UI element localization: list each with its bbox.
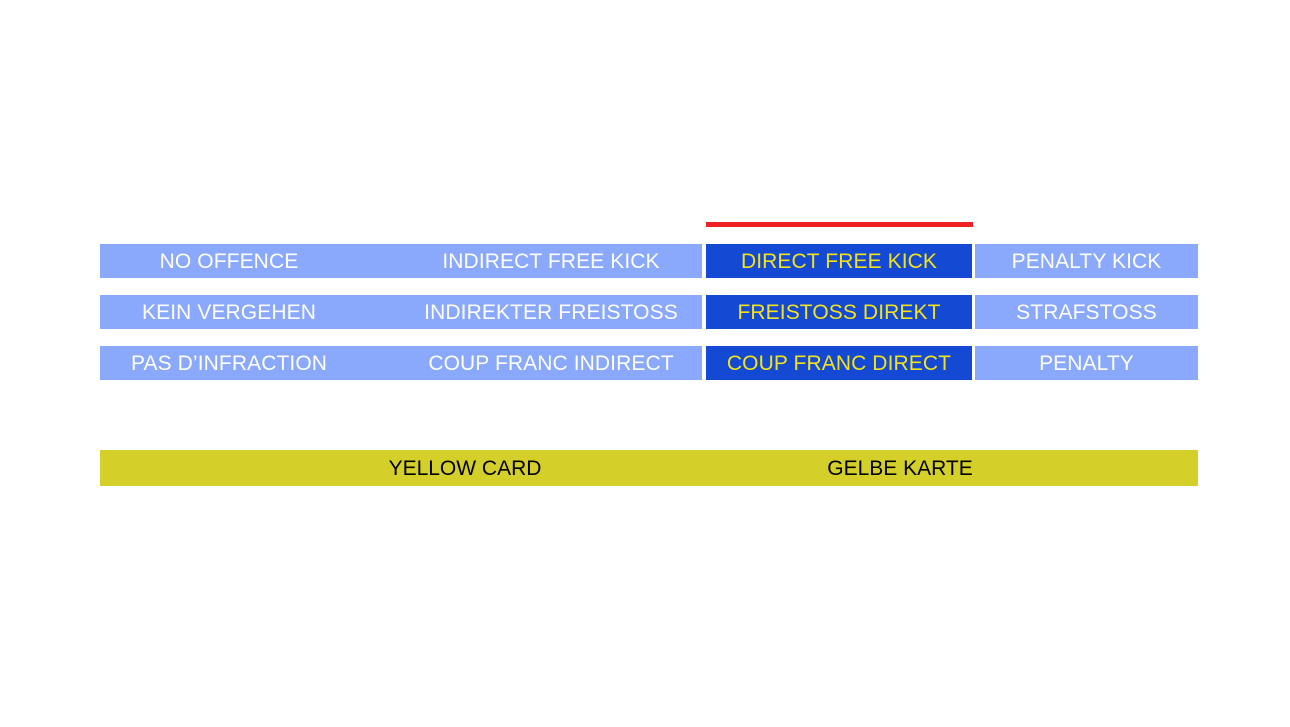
yellow-card-label-de: GELBE KARTE [827,456,973,480]
option-direct-free-kick-en-selected[interactable]: DIRECT FREE KICK [706,244,972,278]
segment-gap [702,295,706,329]
segment-gap [972,244,975,278]
segment-gap [702,244,706,278]
option-group-kein-vergehen-indirekt-de[interactable]: KEIN VERGEHEN INDIREKTER FREISTOSS [100,295,702,329]
option-group-no-offence-indirect-en[interactable]: NO OFFENCE INDIRECT FREE KICK [100,244,702,278]
option-penalty-fr[interactable]: PENALTY [975,346,1198,380]
option-freistoss-direkt-de-selected[interactable]: FREISTOSS DIREKT [706,295,972,329]
ladder-row-de: KEIN VERGEHEN INDIREKTER FREISTOSS FREIS… [100,295,1198,329]
yellow-card-label-fr: CARTON JAUNE [860,450,1290,486]
yellow-card-band[interactable]: YELLOW CARD GELBE KARTE CARTON JAUNE [100,450,1198,486]
option-coup-franc-direct-fr-selected[interactable]: COUP FRANC DIRECT [706,346,972,380]
ladder-row-fr: PAS D’INFRACTION COUP FRANC INDIRECT COU… [100,346,1198,380]
segment-gap [972,346,975,380]
ladder-row-en: NO OFFENCE INDIRECT FREE KICK DIRECT FRE… [100,244,1198,278]
red-marker-bar [706,222,973,227]
option-penalty-kick-en[interactable]: PENALTY KICK [975,244,1198,278]
segment-gap [972,295,975,329]
option-indirect-free-kick-en[interactable]: INDIRECT FREE KICK [442,249,660,273]
segment-gap [702,346,706,380]
option-no-offence-en[interactable]: NO OFFENCE [159,249,299,273]
option-strafstoss-de[interactable]: STRAFSTOSS [975,295,1198,329]
option-group-pas-dinfraction-indirect-fr[interactable]: PAS D’INFRACTION COUP FRANC INDIRECT [100,346,702,380]
option-coup-franc-indirect-fr[interactable]: COUP FRANC INDIRECT [428,351,674,375]
option-indirekter-freistoss-de[interactable]: INDIREKTER FREISTOSS [424,300,678,324]
option-pas-dinfraction-fr[interactable]: PAS D’INFRACTION [130,351,328,375]
option-kein-vergehen-de[interactable]: KEIN VERGEHEN [141,300,316,324]
yellow-card-label-en: YELLOW CARD [388,456,542,480]
